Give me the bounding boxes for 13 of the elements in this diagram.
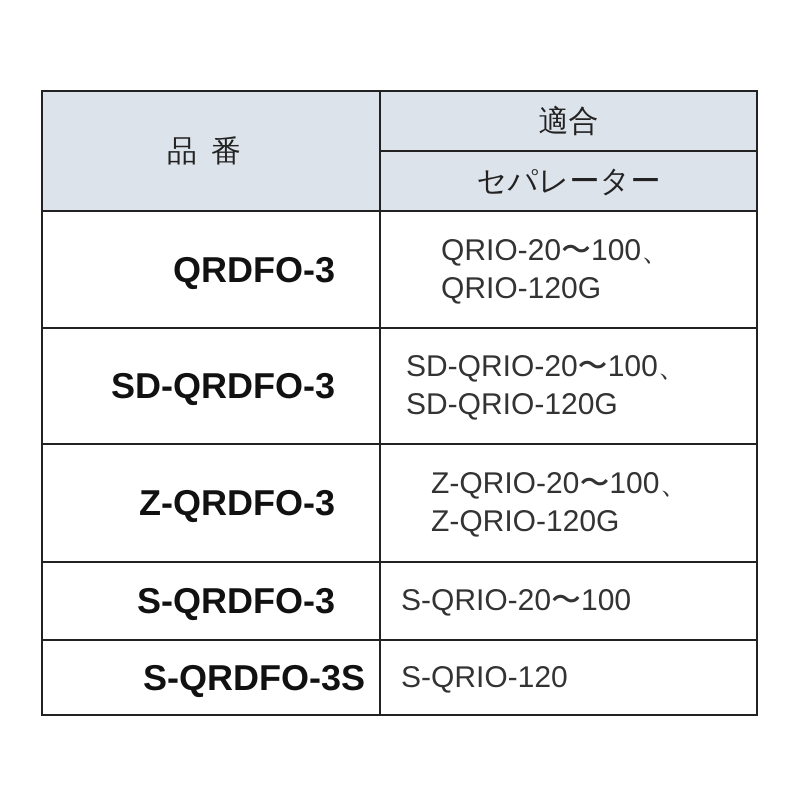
separator-model: Z-QRIO-20〜100、 Z-QRIO-120G <box>431 466 690 540</box>
part-number: Z-QRDFO-3 <box>139 481 335 525</box>
column-subheader: セパレーター <box>476 164 660 200</box>
column-header: 品番 <box>167 134 255 170</box>
part-number: S-QRDFO-3 <box>137 579 335 623</box>
column-header: 適合 <box>538 104 598 140</box>
part-number: QRDFO-3 <box>173 248 335 292</box>
separator-model: SD-QRIO-20〜100、 SD-QRIO-120G <box>406 349 688 423</box>
part-number: S-QRDFO-3S <box>142 656 365 700</box>
separator-model: S-QRIO-20〜100 <box>401 583 632 619</box>
separator-model: QRIO-20〜100、 QRIO-120G <box>441 232 672 306</box>
separator-model: S-QRIO-120 <box>401 660 568 696</box>
part-number: SD-QRDFO-3 <box>111 364 335 408</box>
